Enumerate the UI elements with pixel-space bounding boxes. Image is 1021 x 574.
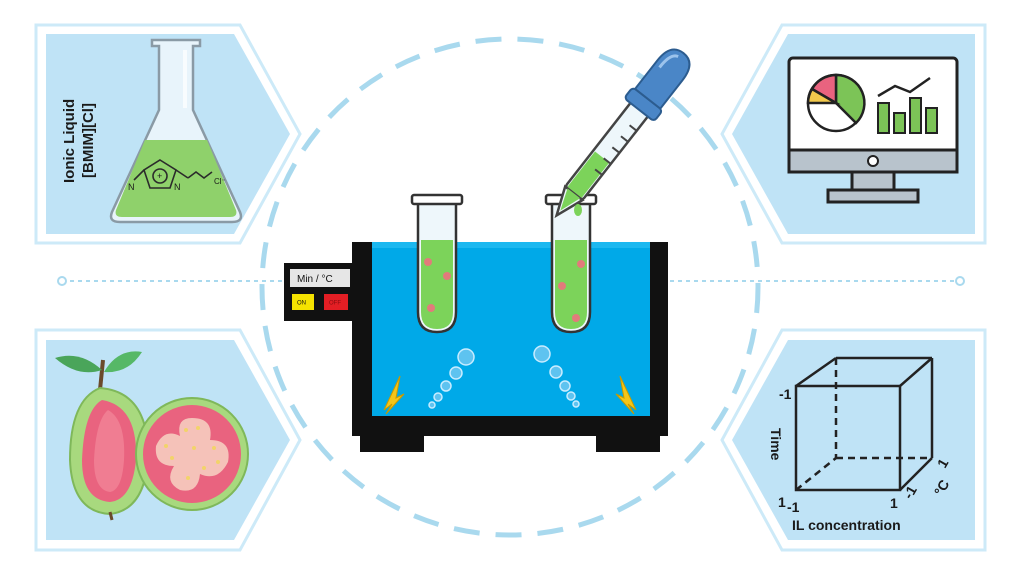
cube-axis-il: IL concentration <box>792 517 901 533</box>
bath-display-label: Min / °C <box>297 274 333 285</box>
ionic-liquid-title-1: Ionic Liquid <box>61 99 78 183</box>
cube-axis-temp: °C <box>931 477 953 499</box>
bath-on-label: ON <box>297 301 306 307</box>
cube-tick-il-end: 1 <box>890 495 898 511</box>
experimental-design-cube-icon <box>794 356 934 492</box>
monitor-chart-icon <box>787 56 959 204</box>
test-tube-icon <box>410 193 464 334</box>
cube-axis-time: Time <box>768 428 784 461</box>
bath-off-button[interactable] <box>324 294 348 310</box>
anion-label: Cl⁻ <box>214 177 226 186</box>
atom-n1: N <box>128 182 135 192</box>
test-tube-icon <box>544 193 598 334</box>
panel-experimental-design: -1 Time 1 -1 1 IL concentration -1 °C 1 <box>720 328 987 552</box>
panel-ionic-liquid: Ionic Liquid [BMIM][Cl] N N + Cl⁻ <box>34 23 302 245</box>
bath-on-button[interactable] <box>292 294 314 310</box>
pie-chart-icon <box>806 73 866 133</box>
cube-tick-origin-a: 1 <box>778 494 786 510</box>
bath-off-label: OFF <box>329 301 341 307</box>
dashed-circle <box>259 36 761 538</box>
cube-tick-origin-b: -1 <box>787 499 800 515</box>
ultrasound-wave-icon <box>383 375 405 415</box>
bar-chart-icon <box>877 76 938 134</box>
dropper-icon <box>554 48 691 219</box>
bubbles <box>428 345 580 409</box>
guava-fruit-icon <box>55 351 249 521</box>
panel-guava <box>34 328 302 552</box>
imidazolium-structure-icon <box>133 159 213 189</box>
flask-icon <box>109 38 243 224</box>
ultrasonic-bath-icon: Min / °C ON OFF <box>284 193 668 452</box>
atom-n2: N <box>174 182 181 192</box>
panel-data-analysis <box>720 23 987 245</box>
ionic-liquid-title-2: [BMIM][Cl] <box>80 103 97 178</box>
ultrasound-wave-icon <box>615 375 637 415</box>
cube-tick-top: -1 <box>779 386 792 402</box>
ring-charge: + <box>157 171 162 181</box>
